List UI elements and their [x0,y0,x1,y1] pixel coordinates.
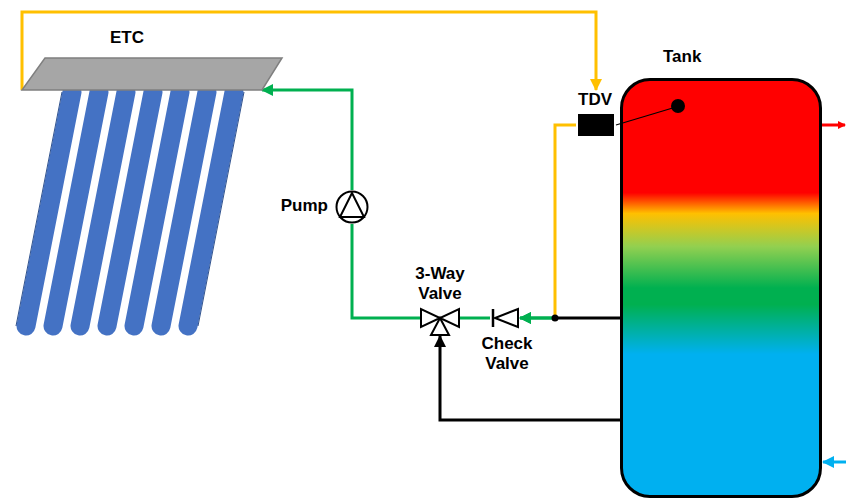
check-valve: Check Valve [490,308,520,328]
tank-label: Tank [663,47,701,67]
pipe-segment [352,224,420,318]
pipe-segment [262,90,352,190]
pipe-segment [520,317,555,320]
check-valve-symbol [490,308,520,328]
pipe-segment [460,317,490,320]
pipe-connector [520,125,576,318]
pipe-segment [555,125,576,318]
valve-label: Check Valve [476,334,538,374]
storage-tank: Tank [620,78,822,498]
pipe-connector [352,224,420,318]
pipe-connector [520,318,620,319]
pipe-connector [262,90,352,190]
cold-inlet-pipe [823,461,846,464]
pipe-connector [22,12,596,90]
pipe-segment [22,12,596,90]
hot-outlet-pipe [822,124,845,127]
pipe-segment [555,317,620,320]
three-way-valve-symbol [420,308,460,336]
tube-outlines [16,92,244,326]
collector-label: ETC [110,28,144,48]
three-way-valve: 3-Way Valve [420,308,460,336]
valve-label: 3-Way Valve [409,264,471,304]
tdv-label: TDV [578,90,612,110]
junction-dot [552,315,559,322]
pipe-segment [520,317,555,320]
thermostatic-diverter-valve: TDV [576,90,616,136]
pump-symbol [335,190,369,224]
pump: Pump [335,190,369,224]
sensor-leader [616,107,676,125]
sensor-bulb [671,99,685,113]
evacuated-tubes [26,92,234,326]
solar-collector: ETC [22,58,282,90]
tdv-body [578,114,614,136]
pump-label: Pump [281,196,328,216]
collector-manifold [22,58,282,90]
pipe-connector [460,318,490,319]
